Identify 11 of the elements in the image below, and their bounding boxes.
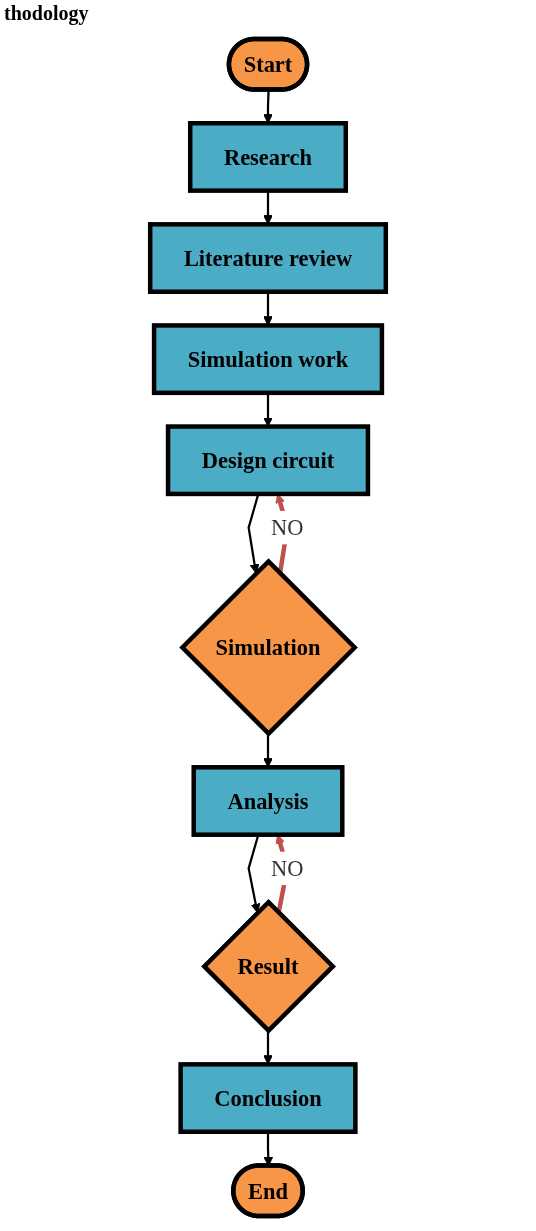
node-diamond: Result <box>201 898 337 1034</box>
node-box: Analysis <box>191 765 345 837</box>
title: thodology <box>4 2 89 25</box>
node-box: Simulation work <box>151 323 385 396</box>
node-box: Conclusion <box>178 1062 358 1134</box>
edge-label: NO <box>271 515 304 540</box>
node-box: Research <box>187 121 349 193</box>
node-box: Literature review <box>147 222 389 294</box>
node-diamond: Simulation <box>179 558 358 737</box>
edge-label: NO <box>271 856 304 881</box>
node-box: Design circuit <box>165 424 371 497</box>
